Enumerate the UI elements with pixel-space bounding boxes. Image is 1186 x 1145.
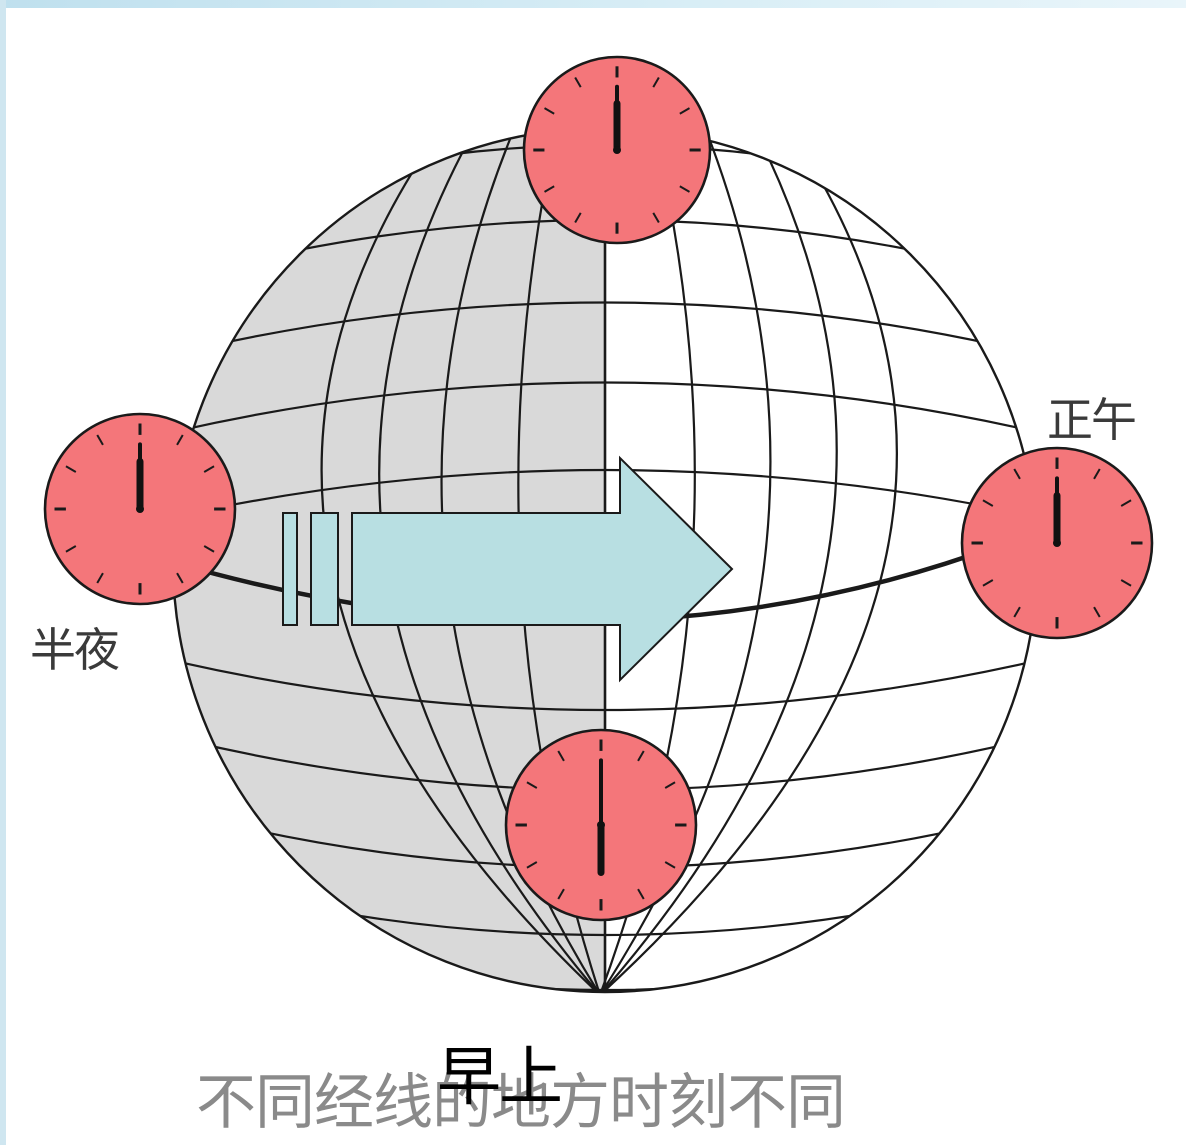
clock-center-pin [1053, 539, 1061, 547]
clock-tick [544, 107, 555, 115]
clock-tick [1013, 468, 1021, 480]
clock-tick [526, 781, 538, 789]
clock-tick [1093, 606, 1101, 618]
arrow [282, 455, 734, 683]
clock-center-pin [597, 821, 605, 829]
clock-tick [176, 572, 184, 584]
clock-north [522, 55, 712, 245]
clock-tick [203, 545, 215, 553]
clock-tick [637, 888, 645, 900]
clock-tick [557, 750, 565, 762]
clock-tick [652, 212, 660, 223]
clock-midnight [43, 412, 237, 606]
clock-tick [96, 572, 104, 584]
caption: 不同经线的地方时刻不同 [196, 1068, 846, 1138]
clocks [43, 55, 1154, 922]
meridian-line [599, 128, 838, 992]
clock-tick [574, 212, 582, 223]
left-band [0, 0, 6, 1145]
morning-label: 早上 [437, 1041, 563, 1115]
noon-label: 正午 [1047, 393, 1137, 447]
arrow-body [351, 455, 734, 683]
meridian-line [599, 129, 898, 992]
clock-bottom [504, 728, 698, 922]
clock-tick [176, 434, 184, 446]
clock-tick [557, 888, 565, 900]
clock-tick [652, 77, 660, 88]
clock-tick [982, 499, 994, 507]
clock-tick [1120, 499, 1132, 507]
clock-tick [203, 465, 215, 473]
clock-tick [96, 434, 104, 446]
midnight-label: 半夜 [30, 623, 120, 677]
clock-tick [544, 185, 555, 193]
clock-tick [65, 545, 77, 553]
clock-center-pin [613, 146, 621, 154]
clock-tick [65, 465, 77, 473]
clock-tick [982, 579, 994, 587]
top-band [0, 0, 1186, 8]
clock-tick [637, 750, 645, 762]
clock-tick [526, 861, 538, 869]
clock-noon [960, 446, 1154, 640]
clock-tick [664, 861, 676, 869]
clock-tick [679, 107, 690, 115]
clock-center-pin [136, 505, 144, 513]
clock-tick [1120, 579, 1132, 587]
clock-tick [664, 781, 676, 789]
clock-tick [1013, 606, 1021, 618]
arrow-tail-bar [310, 512, 339, 626]
clock-tick [1093, 468, 1101, 480]
clock-tick [574, 77, 582, 88]
arrow-tail-bar [282, 512, 298, 626]
clock-tick [679, 185, 690, 193]
